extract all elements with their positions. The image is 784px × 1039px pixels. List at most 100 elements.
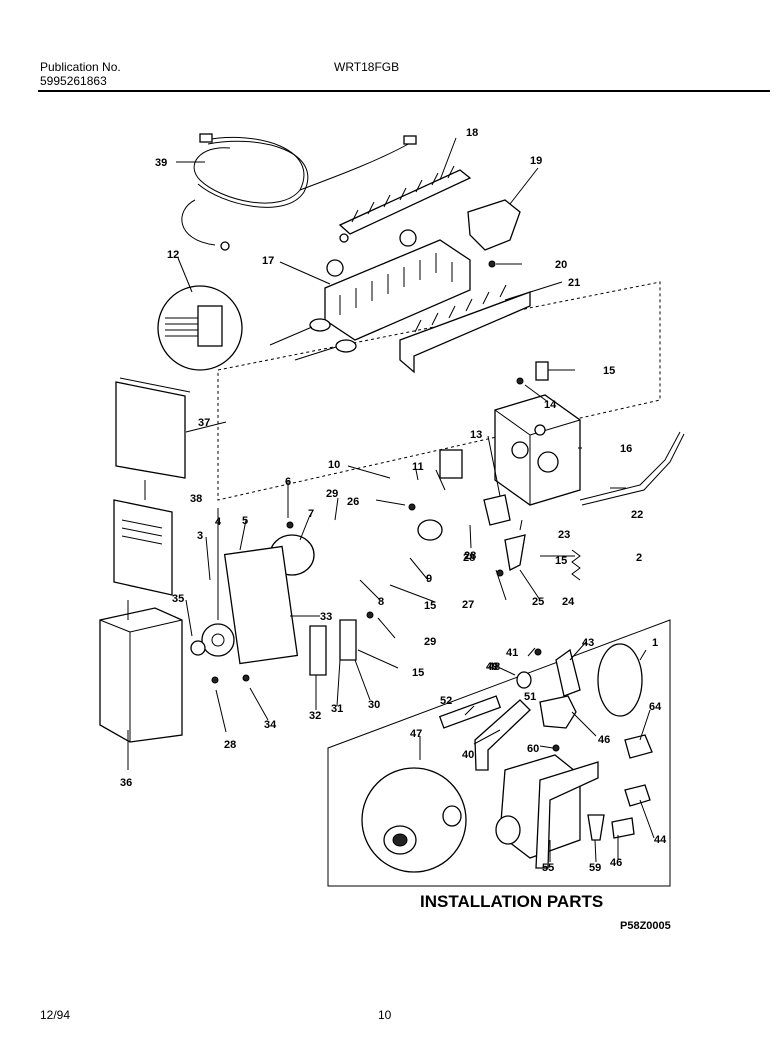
ejector-part — [338, 165, 472, 243]
control-housing — [494, 394, 581, 506]
switch-part — [535, 361, 549, 381]
callout-label: 40 — [462, 749, 474, 761]
shutoff-arm — [579, 431, 685, 506]
spring-part — [571, 549, 581, 581]
diagram-code: P58Z0005 — [620, 920, 671, 932]
callout-label: 21 — [568, 277, 580, 289]
model-number: WRT18FGB — [334, 60, 400, 74]
bearing-part — [417, 519, 443, 541]
callout-label: 35 — [172, 593, 184, 605]
callout-label: 23 — [558, 529, 570, 541]
screw-part — [552, 744, 560, 752]
callout-label: 52 — [440, 695, 452, 707]
cover-box — [99, 607, 183, 743]
callout-label: 5 — [242, 515, 248, 527]
header-rule — [38, 90, 770, 92]
callout-label: 15 — [412, 667, 424, 679]
callout-label: 34 — [264, 719, 277, 731]
mold-part — [269, 229, 471, 361]
callout-label: 17 — [262, 255, 274, 267]
callout-label: 2 — [636, 552, 642, 564]
callout-label: 32 — [309, 710, 321, 722]
callout-label: 55 — [542, 862, 554, 874]
callout-label: 28 — [464, 550, 476, 562]
callout-label: 60 — [527, 743, 539, 755]
clamp-part — [624, 784, 651, 807]
callout-label: 27 — [462, 599, 474, 611]
callout-label: 31 — [331, 703, 343, 715]
callout-label: 7 — [308, 508, 314, 520]
manual-booklet — [115, 381, 186, 479]
callout-label: 37 — [198, 417, 210, 429]
callout-label: 30 — [368, 699, 380, 711]
callout-label: 29 — [424, 636, 436, 648]
callout-label: 64 — [649, 701, 662, 713]
instruction-sheet — [113, 499, 173, 596]
washer-part — [190, 640, 206, 656]
callout-label: 59 — [589, 862, 601, 874]
insert-part — [587, 814, 605, 841]
callout-label: 9 — [426, 573, 432, 585]
callout-label: 19 — [530, 155, 542, 167]
callout-label: 39 — [155, 157, 167, 169]
callout-label: 36 — [120, 777, 132, 789]
leader-lines — [127, 137, 655, 863]
hose-clamp — [624, 734, 653, 759]
clip-part — [611, 817, 635, 839]
valve-bracket — [535, 761, 599, 869]
assembly-outline — [217, 281, 661, 501]
callout-label: 13 — [470, 429, 482, 441]
mounting-bracket — [555, 648, 581, 697]
installation-parts-title: INSTALLATION PARTS — [420, 892, 604, 911]
callout-label: 22 — [631, 509, 643, 521]
wire-harness — [181, 133, 417, 251]
gear-part — [201, 623, 235, 657]
callout-label: 49 — [486, 661, 498, 673]
callout-label: 48 — [488, 661, 500, 673]
callout-label: 38 — [190, 493, 202, 505]
callout-label: 26 — [347, 496, 359, 508]
callout-label: 18 — [466, 127, 478, 139]
callout-label: 28 — [224, 739, 236, 751]
callout-label: 47 — [410, 728, 422, 740]
mounting-plate — [223, 545, 299, 665]
grommet-part — [516, 671, 532, 689]
callout-label: 41 — [506, 647, 518, 659]
switch-bracket — [339, 619, 357, 661]
callout-label: 24 — [562, 596, 575, 608]
loop-clamp — [597, 643, 643, 717]
callout-label: 43 — [582, 637, 594, 649]
callout-label: 16 — [620, 443, 632, 455]
callout-label: 46 — [610, 857, 622, 869]
footer-date: 12/94 — [40, 1008, 71, 1022]
callout-label: 14 — [544, 399, 557, 411]
callout-label: 12 — [167, 249, 179, 261]
callout-label: 25 — [532, 596, 544, 608]
plug-part — [439, 449, 463, 479]
callout-label: 44 — [654, 834, 667, 846]
callout-label: 8 — [378, 596, 384, 608]
callout-label: 33 — [320, 611, 332, 623]
callout-label: 46 — [598, 734, 610, 746]
bracket-part — [309, 625, 327, 676]
callout-label: 3 — [197, 530, 203, 542]
callout-label: 51 — [524, 691, 536, 703]
callout-label: 28 — [463, 552, 475, 564]
callout-label: 15 — [424, 600, 436, 612]
callout-label: 10 — [328, 459, 340, 471]
tube-part — [438, 695, 502, 729]
page-number: 10 — [378, 1008, 392, 1022]
tube-adapter — [539, 695, 577, 729]
callout-label: 4 — [215, 516, 222, 528]
fill-tube — [474, 699, 531, 771]
callout-label: 15 — [603, 365, 615, 377]
callout-label: 20 — [555, 259, 567, 271]
callout-label: 29 — [326, 488, 338, 500]
thermostat-part — [483, 494, 511, 526]
cover-part — [467, 199, 521, 251]
callout-label: 1 — [652, 637, 658, 649]
callout-label: 6 — [285, 476, 291, 488]
lever-part — [504, 534, 526, 571]
connector-detail — [157, 285, 243, 371]
